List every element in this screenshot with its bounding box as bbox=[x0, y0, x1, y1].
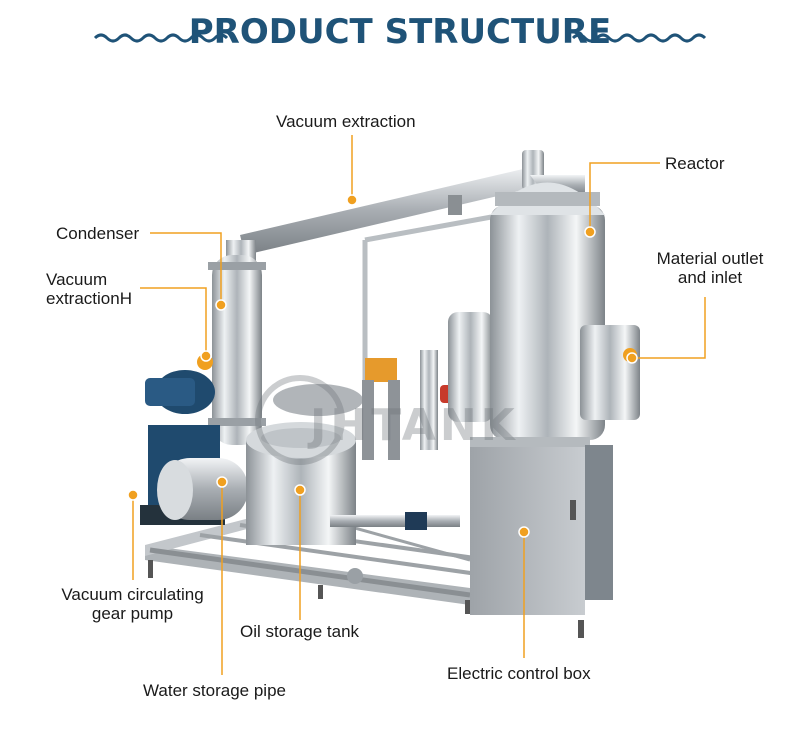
dot-water-storage-pipe bbox=[216, 476, 228, 488]
title-wave-left bbox=[93, 33, 229, 43]
dot-vacuum-extraction bbox=[346, 194, 358, 206]
label-material-outlet-line1: Material outlet bbox=[656, 249, 764, 268]
title-wave-right bbox=[571, 33, 707, 43]
dot-vacuum-extraction-h bbox=[200, 350, 212, 362]
label-vacuum-extraction-h-line2: extractionH bbox=[46, 289, 132, 308]
dot-electric-control-box bbox=[518, 526, 530, 538]
reactor bbox=[490, 182, 640, 440]
label-oil-storage-tank: Oil storage tank bbox=[240, 622, 360, 641]
label-material-outlet-line2: and inlet bbox=[677, 268, 743, 287]
dot-oil-storage-tank bbox=[294, 484, 306, 496]
leader-reactor bbox=[589, 162, 660, 232]
label-water-storage-pipe: Water storage pipe bbox=[143, 681, 286, 700]
label-vacuum-extraction-h-line1: Vacuum bbox=[46, 270, 108, 289]
label-vacuum-extraction: Vacuum extraction bbox=[276, 112, 416, 131]
leader-lines bbox=[132, 135, 706, 675]
svg-text:JHTANK: JHTANK bbox=[307, 400, 519, 451]
leader-material-outlet bbox=[632, 297, 706, 359]
water-storage-pipe bbox=[157, 458, 248, 520]
electric-control-box bbox=[470, 437, 613, 615]
label-gear-pump-line1: Vacuum circulating bbox=[61, 585, 204, 604]
dot-reactor bbox=[584, 226, 596, 238]
middle-piping bbox=[330, 350, 470, 584]
dot-material-outlet bbox=[626, 352, 638, 364]
leader-condenser bbox=[150, 232, 222, 305]
label-condenser: Condenser bbox=[56, 224, 140, 243]
label-gear-pump-line2: gear pump bbox=[91, 604, 174, 623]
leader-vacuum-extraction-h bbox=[140, 287, 207, 356]
marker-dots bbox=[127, 194, 638, 538]
label-reactor: Reactor bbox=[665, 154, 725, 173]
secondary-vessel bbox=[448, 312, 493, 422]
watermark-logo: JHTANK bbox=[255, 375, 519, 465]
dot-condenser bbox=[215, 299, 227, 311]
dot-gear-pump bbox=[127, 489, 139, 501]
label-electric-control-box: Electric control box bbox=[447, 664, 591, 683]
oil-storage-tank bbox=[246, 384, 363, 545]
page-title: PRODUCT STRUCTURE bbox=[188, 12, 612, 52]
